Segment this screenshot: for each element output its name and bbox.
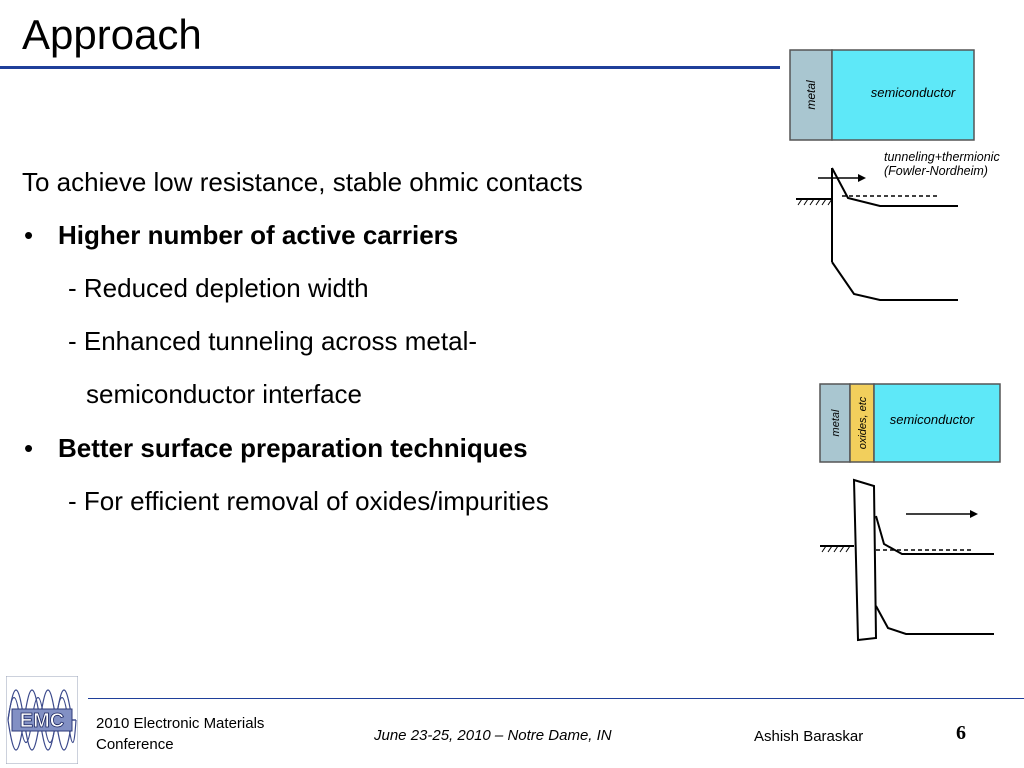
bottom-contact-diagram: metal oxides, etc semiconductor (819, 383, 1001, 642)
metal-hatch (821, 545, 851, 553)
slide-title: Approach (22, 11, 202, 58)
title-underline (0, 66, 780, 69)
metal-label: metal (804, 80, 818, 110)
bullet-heading-surface: Better surface preparation techniques (58, 433, 528, 463)
conference-name-line1: 2010 Electronic Materials (96, 715, 265, 732)
top-contact-diagram: metal semiconductor tunneling+thermionic… (789, 49, 1000, 301)
bullet-heading-carriers: Higher number of active carriers (58, 220, 459, 250)
semiconductor-layer (873, 383, 1001, 463)
tunneling-annotation-line1: tunneling+thermionic (884, 150, 1000, 164)
conduction-band (831, 167, 958, 207)
sub-bullet-tunneling: - Enhanced tunneling across metal- (68, 326, 478, 356)
conference-name-line2: Conference (96, 736, 174, 753)
tunneling-arrowhead (858, 174, 866, 182)
oxide-label: oxides, etc (857, 396, 869, 449)
footer-divider (88, 698, 1024, 699)
date-location: June 23-25, 2010 – Notre Dame, IN (374, 727, 612, 744)
conduction-band (875, 515, 994, 555)
valence-band (831, 261, 958, 301)
semiconductor-label: semiconductor (871, 85, 956, 100)
oxide-barrier (852, 478, 878, 642)
sub-bullet-depletion: - Reduced depletion width (68, 273, 369, 303)
bullet-marker: • (24, 433, 34, 463)
metal-label: metal (830, 409, 842, 436)
emc-logo: EMC (6, 676, 78, 764)
bullet-marker: • (24, 220, 34, 250)
tunneling-annotation-line2: (Fowler-Nordheim) (884, 164, 988, 178)
oxide-layer (849, 383, 875, 463)
logo-text: EMC (20, 710, 64, 732)
metal-hatch (797, 198, 833, 206)
thermionic-arrowhead (970, 510, 978, 518)
metal-layer (789, 49, 833, 141)
valence-band (875, 605, 994, 635)
author-name: Ashish Baraskar (754, 728, 864, 745)
sub-bullet-oxides: - For efficient removal of oxides/impuri… (68, 486, 549, 516)
intro-text: To achieve low resistance, stable ohmic … (22, 167, 583, 197)
semiconductor-layer (831, 49, 975, 141)
semiconductor-label: semiconductor (890, 412, 975, 427)
page-number: 6 (956, 722, 966, 744)
sub-bullet-tunneling-cont: semiconductor interface (86, 379, 363, 409)
